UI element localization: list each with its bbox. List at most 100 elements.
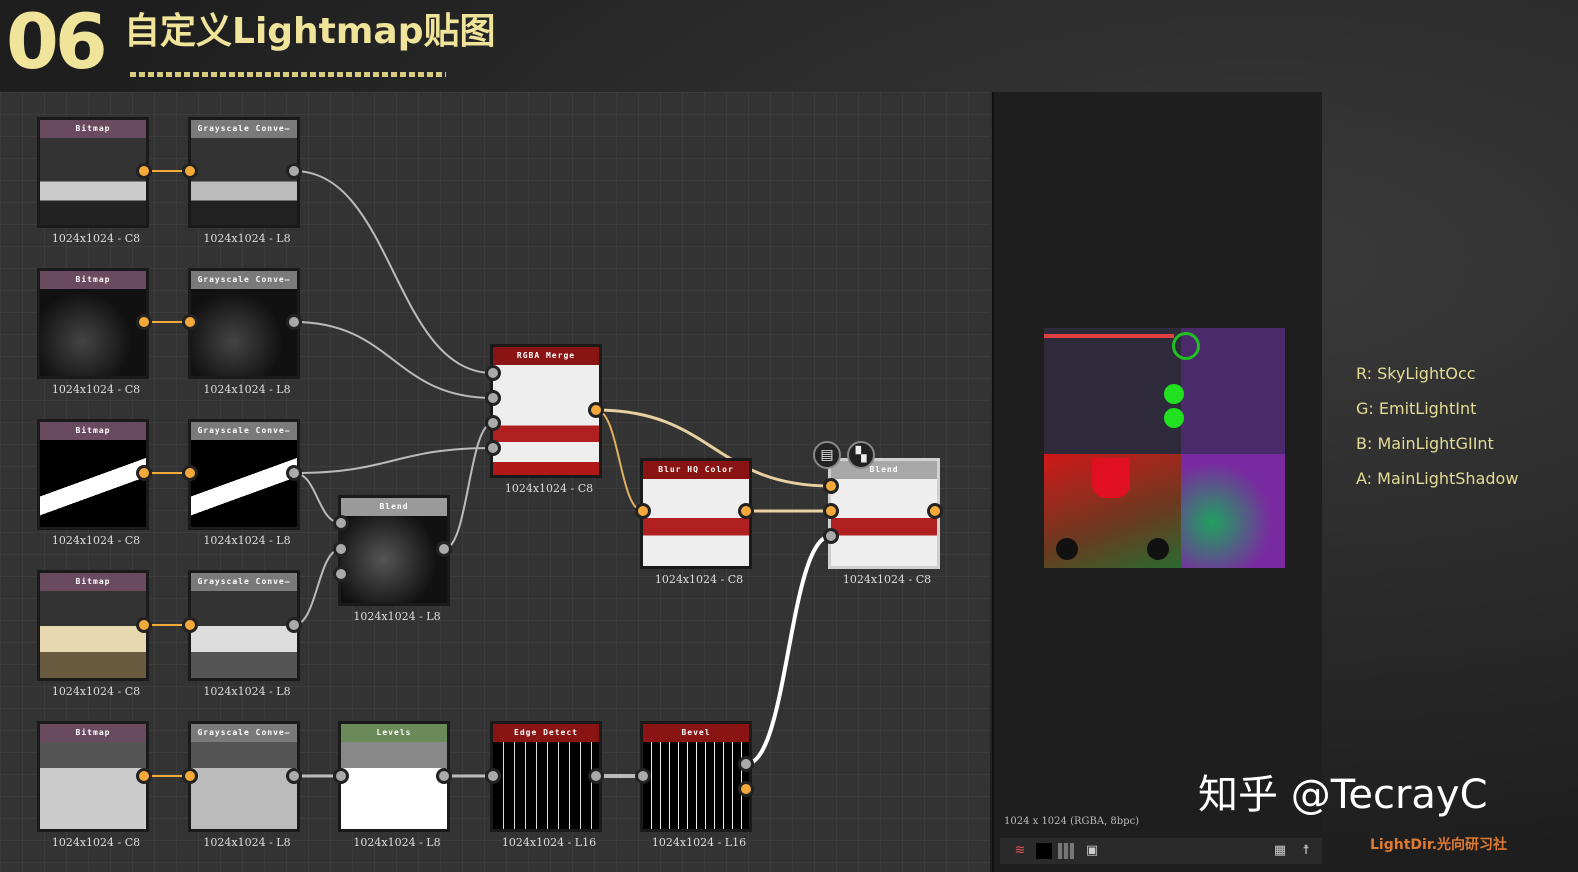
output-port[interactable]	[286, 465, 302, 481]
input-port[interactable]	[182, 465, 198, 481]
node-edge-detect[interactable]: Edge Detect 1024x1024 - L16	[490, 721, 602, 849]
node-resolution-label: 1024x1024 - C8	[654, 573, 744, 586]
input-port[interactable]	[182, 768, 198, 784]
layers-icon[interactable]: ≋	[1014, 843, 1026, 858]
node-blend[interactable]: Blend 1024x1024 - L8	[338, 495, 450, 623]
node-title: Grayscale Conve—	[191, 120, 297, 138]
input-port[interactable]	[485, 390, 501, 406]
output-port[interactable]	[286, 314, 302, 330]
input-port[interactable]	[333, 515, 349, 531]
input-port[interactable]	[823, 478, 839, 494]
input-port[interactable]	[635, 503, 651, 519]
node-thumbnail	[493, 365, 599, 475]
output-port[interactable]	[436, 768, 452, 784]
input-port[interactable]	[182, 163, 198, 179]
node-title: Blend	[341, 498, 447, 516]
grid-icon[interactable]: ▦	[1273, 843, 1287, 858]
node-resolution-label: 1024x1024 - C8	[51, 232, 141, 245]
output-port[interactable]	[136, 768, 152, 784]
input-port[interactable]	[333, 566, 349, 582]
node-bitmap[interactable]: Bitmap 1024x1024 - C8	[37, 570, 149, 698]
node-title: Bitmap	[40, 573, 146, 591]
legend-a: A: MainLightShadow	[1356, 469, 1519, 488]
input-port[interactable]	[485, 768, 501, 784]
node-title: Grayscale Conve—	[191, 422, 297, 440]
node-grayscale-conve[interactable]: Grayscale Conve— 1024x1024 - L8	[188, 570, 300, 698]
node-title: Bevel	[643, 724, 749, 742]
input-port[interactable]	[485, 415, 501, 431]
viewer-toolbar: ≋ ▣ ▦ ☨	[1000, 838, 1322, 864]
node-title: Grayscale Conve—	[191, 573, 297, 591]
slide-title: 自定义Lightmap贴图	[124, 11, 496, 52]
input-port[interactable]	[182, 617, 198, 633]
input-port[interactable]	[182, 314, 198, 330]
node-resolution-label: 1024x1024 - C8	[504, 482, 594, 495]
display-icon[interactable]: ▣	[1085, 843, 1099, 858]
node-thumbnail	[643, 742, 749, 829]
output-port[interactable]	[136, 314, 152, 330]
node-thumbnail	[643, 479, 749, 566]
node-title: Levels	[341, 724, 447, 742]
node-thumbnail	[40, 440, 146, 527]
input-port[interactable]	[823, 503, 839, 519]
person-icon[interactable]: ☨	[1302, 843, 1310, 858]
legend-r: R: SkyLightOcc	[1356, 364, 1476, 383]
output-port[interactable]	[136, 465, 152, 481]
node-bitmap[interactable]: Bitmap 1024x1024 - C8	[37, 117, 149, 245]
output-port[interactable]	[136, 163, 152, 179]
output-port[interactable]	[136, 617, 152, 633]
input-port[interactable]	[485, 365, 501, 381]
node-resolution-label: 1024x1024 - C8	[51, 685, 141, 698]
input-port[interactable]	[333, 541, 349, 557]
node-rgba-merge[interactable]: RGBA Merge 1024x1024 - C8	[490, 344, 602, 495]
node-grayscale-conve[interactable]: Grayscale Conve— 1024x1024 - L8	[188, 419, 300, 547]
node-bitmap[interactable]: Bitmap 1024x1024 - C8	[37, 721, 149, 849]
node-grayscale-conve[interactable]: Grayscale Conve— 1024x1024 - L8	[188, 117, 300, 245]
node-resolution-label: 1024x1024 - L8	[203, 383, 291, 396]
node-resolution-label: 1024x1024 - C8	[51, 836, 141, 849]
output-port[interactable]	[286, 163, 302, 179]
node-thumbnail	[831, 479, 937, 566]
node-levels[interactable]: Levels 1024x1024 - L8	[338, 721, 450, 849]
node-grayscale-conve[interactable]: Grayscale Conve— 1024x1024 - L8	[188, 268, 300, 396]
node-blend[interactable]: Blend 1024x1024 - C8	[828, 458, 940, 586]
checker-icon[interactable]: ▚	[847, 441, 875, 469]
node-grayscale-conve[interactable]: Grayscale Conve— 1024x1024 - L8	[188, 721, 300, 849]
input-port[interactable]	[333, 768, 349, 784]
output-port[interactable]	[286, 617, 302, 633]
node-blur-hq-color[interactable]: Blur HQ Color 1024x1024 - C8	[640, 458, 752, 586]
node-thumbnail	[493, 742, 599, 829]
node-title: Grayscale Conve—	[191, 271, 297, 289]
doc-icon[interactable]: ▤	[813, 441, 841, 469]
node-bevel[interactable]: Bevel 1024x1024 - L16	[640, 721, 752, 849]
input-port[interactable]	[823, 528, 839, 544]
channel-legend: R: SkyLightOcc G: EmitLightInt B: MainLi…	[1356, 356, 1518, 496]
output-port[interactable]	[738, 756, 754, 772]
node-thumbnail	[40, 138, 146, 225]
output-port[interactable]	[738, 781, 754, 797]
node-resolution-label: 1024x1024 - L8	[203, 232, 291, 245]
output-port[interactable]	[738, 503, 754, 519]
output-port[interactable]	[436, 541, 452, 557]
node-resolution-label: 1024x1024 - L8	[203, 836, 291, 849]
node-thumbnail	[40, 742, 146, 829]
output-port[interactable]	[588, 768, 604, 784]
node-title: Grayscale Conve—	[191, 724, 297, 742]
node-title: Bitmap	[40, 422, 146, 440]
output-port[interactable]	[927, 503, 943, 519]
output-port[interactable]	[286, 768, 302, 784]
node-thumbnail	[341, 516, 447, 603]
node-bitmap[interactable]: Bitmap 1024x1024 - C8	[37, 419, 149, 547]
input-port[interactable]	[485, 440, 501, 456]
node-title: Edge Detect	[493, 724, 599, 742]
node-title: Bitmap	[40, 724, 146, 742]
title-underline	[130, 72, 446, 77]
output-port[interactable]	[588, 402, 604, 418]
black-swatch-icon[interactable]	[1036, 843, 1052, 859]
node-bitmap[interactable]: Bitmap 1024x1024 - C8	[37, 268, 149, 396]
input-port[interactable]	[635, 768, 651, 784]
legend-g: G: EmitLightInt	[1356, 399, 1477, 418]
node-title: RGBA Merge	[493, 347, 599, 365]
channels-icon[interactable]	[1058, 843, 1074, 859]
node-resolution-label: 1024x1024 - C8	[842, 573, 932, 586]
